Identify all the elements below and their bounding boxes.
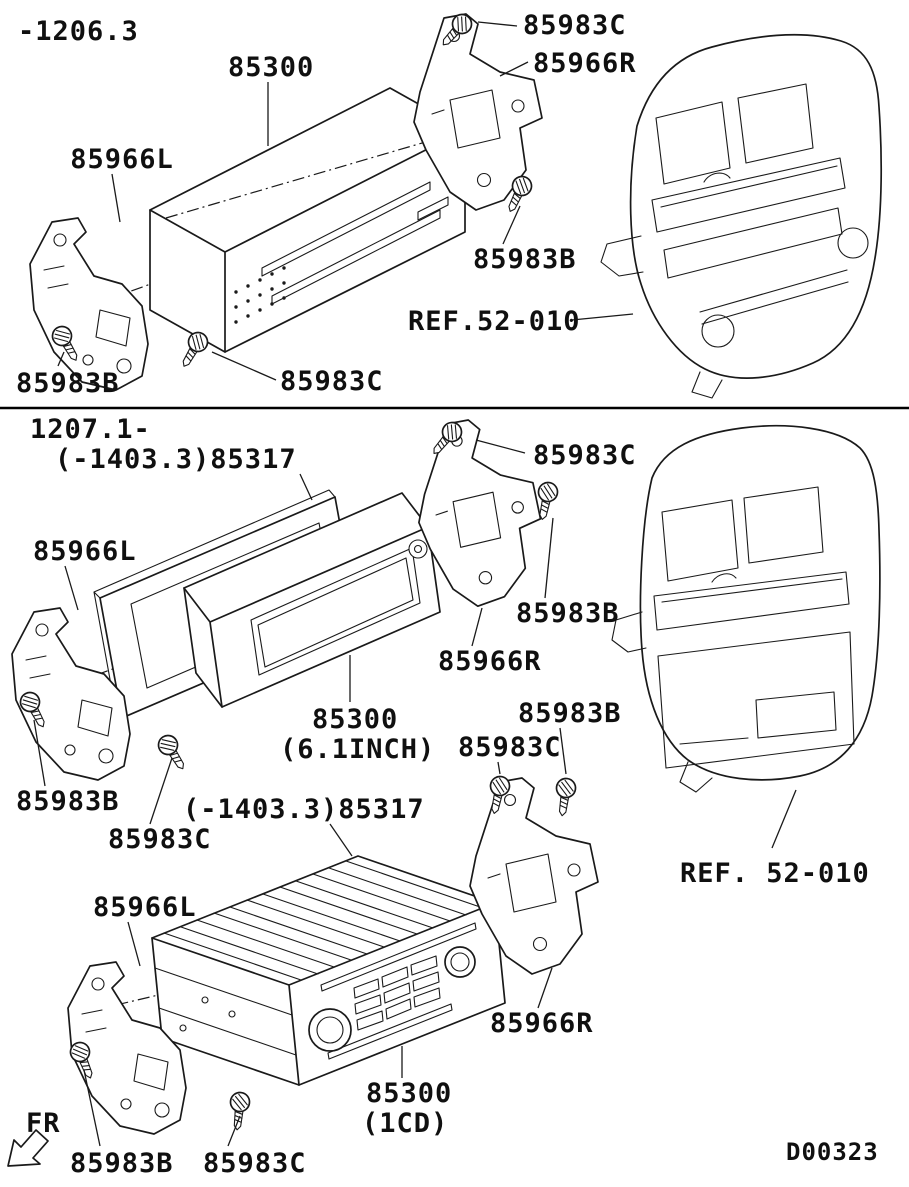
part-label-bracket-right-mid: 85966R [438, 646, 542, 677]
part-label-screw-top-c: 85983C [523, 10, 627, 41]
drawing-code: D00323 [786, 1138, 879, 1166]
part-label-radio-top: 85300 [228, 52, 314, 83]
speaker-dots [234, 266, 286, 324]
part-label-bracket-left-top: 85966L [70, 144, 174, 175]
part-label-bracket-right-bottom: 85966R [490, 1008, 594, 1039]
part-label-radio-bottom: 85300 [366, 1078, 452, 1109]
leader-lines-bottom [84, 728, 566, 1146]
part-label-radio-size-mid: (6.1INCH) [280, 734, 435, 765]
heatsink-fins [164, 861, 483, 980]
button-grid [328, 956, 452, 1059]
part-label-screw-left-b-bottom: 85983B [70, 1148, 174, 1179]
part-label-screw-b-bottom: 85983B [518, 698, 622, 729]
part-label-radio-mid: 85300 [312, 704, 398, 735]
screw-bottom-drawing [174, 328, 212, 372]
part-label-bracket-left-mid: 85966L [33, 536, 137, 567]
part-label-screw-right-b: 85983B [473, 244, 577, 275]
radio-unit-top-drawing [150, 88, 465, 352]
part-label-screw-top-c-mid: 85983C [533, 440, 637, 471]
part-label-screw-right-b-mid: 85983B [516, 598, 620, 629]
date-range-mid: 1207.1- [30, 414, 151, 445]
dashboard-panel-mid-drawing [612, 426, 880, 792]
part-label-bracket-left-bottom: 85966L [93, 892, 197, 923]
part-label-radio-type-bottom: (1CD) [362, 1108, 448, 1139]
fr-label: FR [26, 1108, 61, 1139]
screw-b-bottom-drawing [551, 776, 578, 818]
radio-unit-1cd-drawing [152, 856, 505, 1085]
leader-bracket-left-top [112, 174, 120, 222]
part-label-bracket-right-top: 85966R [533, 48, 637, 79]
part-label-screw-left-b-mid: 85983B [16, 786, 120, 817]
tuner-knob [445, 947, 475, 977]
part-label-face-panel-bottom: (-1403.3)85317 [183, 794, 425, 825]
leader-lines-mid [34, 440, 796, 848]
volume-knob [309, 1009, 351, 1051]
bottom-assembly: (-1403.3)85317 85983B 85983C 85966R 8596… [66, 698, 870, 1179]
part-label-screw-c-bottom: 85983C [458, 732, 562, 763]
fr-direction-arrow-icon [8, 1130, 48, 1166]
mid-assembly: 1207.1- (-1403.3)85317 85983C 85966L 859… [11, 414, 880, 855]
ref-label-top: REF.52-010 [408, 306, 581, 337]
bracket-left-top-drawing [29, 217, 149, 391]
part-label-screw-bottom-c: 85983C [280, 366, 384, 397]
leader-lines-top [58, 22, 633, 380]
ref-label-bottom: REF. 52-010 [680, 858, 870, 889]
top-assembly: -1206.3 85300 85983C 85966R 85983B REF.5… [16, 9, 881, 399]
dashboard-panel-top-drawing [601, 35, 881, 398]
screw-center-mid-drawing [154, 731, 192, 775]
part-label-screw-left-b: 85983B [16, 368, 120, 399]
part-label-screw-bottom-c-bottom: 85983C [203, 1148, 307, 1179]
date-range-top: -1206.3 [18, 16, 139, 47]
screw-bottom-bottom-drawing [226, 1090, 252, 1132]
part-label-face-panel-mid: (-1403.3)85317 [55, 444, 297, 475]
part-label-screw-c-mid: 85983C [108, 824, 212, 855]
radio-unit-6inch-drawing [184, 493, 440, 707]
